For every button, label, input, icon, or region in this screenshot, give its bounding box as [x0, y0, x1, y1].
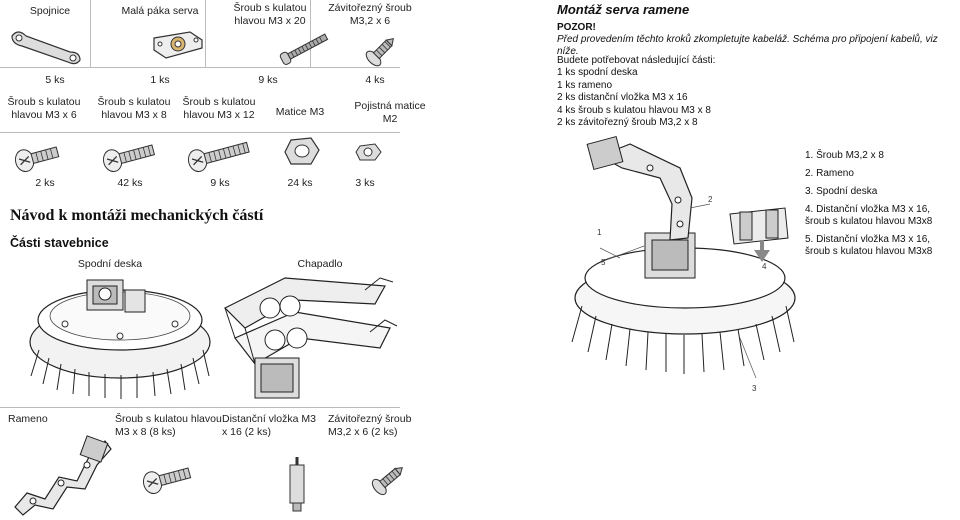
- part-label-self-tap-screw: Závitořezný šroub M3,2 x 6: [328, 2, 412, 27]
- link-bar-image: [11, 31, 81, 65]
- section-title: Návod k montáži mechanických částí: [10, 207, 264, 224]
- needed-item: 2 ks závitořezný šroub M3,2 x 8: [557, 117, 698, 129]
- grid-line-vert-1: [90, 0, 91, 67]
- grid-line-vert-2: [205, 0, 206, 67]
- self-tap-screw-image: [365, 38, 394, 67]
- count-self-tap-screw: 4 ks: [365, 74, 385, 86]
- legend-item: 1. Šroub M3,2 x 8: [805, 150, 884, 161]
- needed-item: 4 ks šroub s kulatou hlavou M3 x 8: [557, 104, 711, 116]
- screw-m3x6-image: [14, 146, 60, 173]
- count-screw-m3x6: 2 ks: [35, 177, 55, 189]
- grid-line-bottom: [0, 407, 400, 408]
- lock-nut-m2-image: [355, 143, 382, 161]
- base-plate-image: [29, 279, 211, 399]
- part-label-screw-m3x20: Šroub s kulatou hlavou M3 x 20: [233, 2, 307, 27]
- arm-image: [14, 435, 112, 516]
- part-label-screw-m3x8: Šroub s kulatou hlavou M3 x 8: [97, 96, 171, 121]
- part-label-spojnice: Spojnice: [29, 5, 71, 17]
- count-lock-nut-m2: 3 ks: [355, 177, 375, 189]
- count-servo-lever: 1 ks: [150, 74, 170, 86]
- arm-screw-image: [142, 467, 192, 495]
- warning-box: POZOR! Před provedením těchto kroků zkom…: [557, 22, 960, 58]
- nut-m3-image: [284, 137, 320, 165]
- assembly-diagram: [571, 135, 796, 379]
- legend-item: 4. Distanční vložka M3 x 16, šroub s kul…: [805, 204, 933, 227]
- grid-line-vert-3: [310, 0, 311, 67]
- screw-m3x20-image: [279, 33, 329, 65]
- callout-1: 1: [597, 228, 602, 237]
- legend-item: 5. Distanční vložka M3 x 16, šroub s kul…: [805, 234, 933, 257]
- legend-item: 2. Rameno: [805, 168, 854, 179]
- screw-m3x12-image: [187, 141, 250, 173]
- count-screw-m3x12: 9 ks: [210, 177, 230, 189]
- base-plate-label: Spodní deska: [77, 258, 143, 270]
- count-screw-m3x8: 42 ks: [117, 177, 143, 189]
- arm-self-tap-image: [371, 467, 403, 496]
- part-label-nut-m3: Matice M3: [275, 106, 325, 118]
- needed-intro: Budete potřebovat následující části:: [557, 55, 716, 66]
- needed-item: 1 ks spodní deska: [557, 67, 638, 79]
- assembly-legend: 1. Šroub M3,2 x 8 2. Rameno 3. Spodní de…: [805, 150, 955, 264]
- screw-m3x8-image: [102, 144, 156, 173]
- servo-lever-image: [153, 31, 203, 59]
- section-subtitle: Části stavebnice: [10, 236, 109, 250]
- part-label-arm: Rameno: [8, 413, 48, 425]
- grid-line-top-2: [0, 132, 400, 133]
- needed-item: 1 ks rameno: [557, 79, 613, 91]
- grid-line-top-1: [0, 67, 400, 68]
- count-nut-m3: 24 ks: [287, 177, 313, 189]
- part-label-arm-screw: Šroub s kulatou hlavou M3 x 8 (8 ks): [115, 413, 222, 438]
- part-label-screw-m3x12: Šroub s kulatou hlavou M3 x 12: [182, 96, 256, 121]
- count-screw-m3x20: 9 ks: [258, 74, 278, 86]
- right-title: Montáž serva ramene: [557, 2, 690, 17]
- part-label-arm-self-tap: Závitořezný šroub M3,2 x 6 (2 ks): [328, 413, 412, 438]
- part-label-spacer: Distanční vložka M3 x 16 (2 ks): [222, 413, 316, 438]
- gripper-image: [223, 277, 398, 399]
- callout-5: 5: [601, 258, 606, 267]
- callout-2: 2: [708, 195, 713, 204]
- needed-parts-list: Budete potřebovat následující části: 1 k…: [557, 55, 715, 129]
- count-spojnice: 5 ks: [45, 74, 65, 86]
- needed-item: 2 ks distanční vložka M3 x 16: [557, 92, 688, 104]
- spacer-image: [289, 457, 305, 512]
- legend-item: 3. Spodní deska: [805, 186, 878, 197]
- callout-4: 4: [762, 262, 767, 271]
- part-label-screw-m3x6: Šroub s kulatou hlavou M3 x 6: [7, 96, 81, 121]
- warning-label: POZOR!: [557, 22, 596, 33]
- part-label-servo-lever: Malá páka serva: [121, 5, 199, 17]
- gripper-label: Chapadlo: [297, 258, 343, 270]
- callout-3: 3: [752, 384, 757, 393]
- warning-text: Před provedením těchto kroků zkompletujt…: [557, 34, 938, 57]
- part-label-lock-nut-m2: Pojistná matice M2: [354, 100, 426, 125]
